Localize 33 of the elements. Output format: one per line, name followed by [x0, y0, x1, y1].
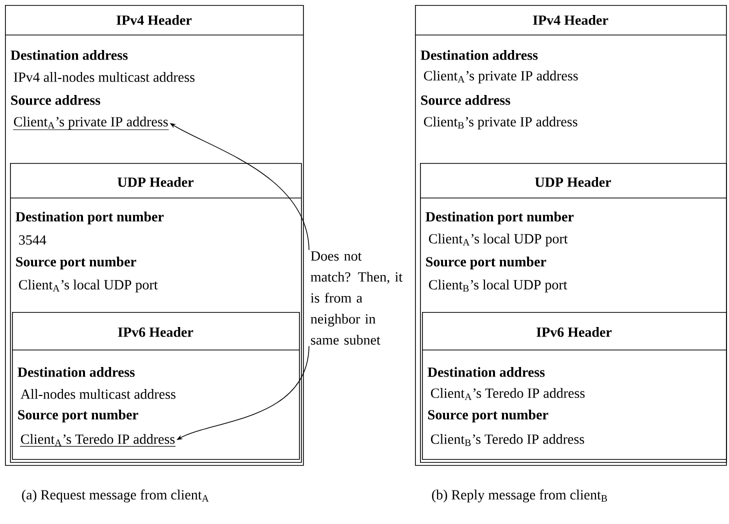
- field-name: Source port number: [18, 410, 138, 422]
- field-value: Client$_{B}$’s local UDP port: [428, 280, 568, 292]
- header-title: IPv6 Header: [118, 327, 194, 337]
- field-name: Source address: [421, 95, 510, 105]
- field-name: Destination port number: [426, 212, 574, 224]
- field-value: 3544: [19, 235, 46, 245]
- field-name: Source port number: [426, 256, 546, 270]
- field-name: Destination address: [428, 367, 545, 377]
- field-value: Client$_{B}$’s Teredo IP address: [430, 434, 584, 446]
- header-title: IPv4 Header: [533, 15, 608, 25]
- caption: (a) Request message from client$_{A}$: [22, 490, 209, 502]
- field-name: Destination address: [10, 50, 128, 60]
- header-title: UDP Header: [535, 177, 611, 187]
- field-value: IPv4 all-nodes multicast address: [14, 72, 194, 82]
- field-name: Source port number: [16, 256, 136, 270]
- field-value: Client$_{A}$’s local UDP port: [18, 280, 158, 292]
- field-value: All-nodes multicast address: [20, 389, 176, 399]
- field-name: Destination address: [420, 50, 538, 60]
- field-value: Client$_{A}$’s private IP address: [424, 70, 578, 84]
- note-text: Does not match? Then, it is from a neighbor in same subnet: [310, 251, 402, 345]
- field-value: Client$_{B}$’s private IP address: [424, 116, 578, 130]
- caption: (b) Reply message from client$_{B}$: [432, 490, 607, 502]
- field-value: Client$_{A}$’s local UDP port: [428, 234, 568, 246]
- field-value: Client$_{A}$’s Teredo IP address: [430, 388, 585, 400]
- header-title: IPv4 Header: [116, 15, 192, 25]
- field-name: Source port number: [428, 410, 548, 422]
- underlined-address: Client$_{A}$’s Teredo IP address: [20, 434, 176, 447]
- field-name: Destination address: [18, 367, 135, 377]
- header-title: IPv6 Header: [536, 327, 612, 337]
- field-name: Destination port number: [16, 212, 164, 224]
- header-title: UDP Header: [118, 177, 194, 187]
- underlined-address: Client$_{A}$’s private IP address: [12, 116, 170, 130]
- field-name: Source address: [11, 95, 100, 105]
